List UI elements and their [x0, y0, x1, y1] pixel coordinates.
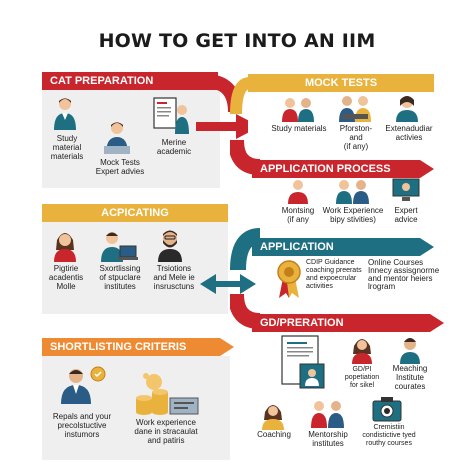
coins-icon: [136, 373, 199, 415]
process-item-label: Work Experience bipy stivities): [322, 206, 384, 224]
laptop-man-icon: [101, 232, 138, 262]
monitor-icon: [392, 178, 420, 201]
students-icon: [282, 98, 314, 122]
cat-item-label: Merine academic: [156, 138, 192, 156]
students-icon: [339, 96, 371, 122]
shortlisting-heading: SHORTLISTING CRITERIS: [42, 338, 220, 356]
application-curve: [230, 228, 260, 270]
process-item-label: Expert advice: [394, 206, 418, 224]
application-item-label: CDIP Guidance coaching preerats and expo…: [306, 259, 362, 290]
acpicating-panel: [42, 222, 228, 314]
camera-icon: [372, 397, 402, 422]
application-item-label: Online Courses Innecy assisgnorme and me…: [368, 258, 440, 291]
woman-icon: [352, 339, 372, 364]
mock-tests-curve: [230, 77, 251, 114]
cat-item-label: Mock Tests Expert advies: [95, 158, 145, 176]
document-icon: [153, 97, 189, 134]
cat-preparation-heading: CAT PREPARATION: [42, 72, 218, 90]
gd-item-label: GD/PI popetiation for sikel: [344, 366, 380, 389]
student-icon: [54, 98, 76, 130]
man-icon: [61, 366, 106, 404]
cat-item-label: Study material materials: [50, 134, 84, 161]
woman-icon: [54, 233, 76, 262]
award-icon: [277, 260, 301, 298]
mock-item-label: Study materials: [271, 124, 327, 133]
woman-icon: [262, 405, 284, 430]
cat-preparation-panel: [42, 76, 220, 188]
teacher-icon: [104, 122, 130, 154]
gd-preration-heading: GD/PRERATION: [252, 314, 430, 332]
gd-item-label: Cremistiin condistictive tyed routhy cou…: [362, 424, 416, 447]
application-arrow: [420, 238, 434, 256]
shortlisting-arrow: [220, 338, 234, 356]
gd-item-label: Coaching: [257, 430, 291, 439]
acpicating-heading: ACPICATING: [42, 204, 228, 222]
page-title: HOW TO GET INTO AN IIM: [98, 30, 376, 52]
process-item-label: Montsing (if any: [281, 206, 315, 224]
gd-item-label: Mentorship institutes: [308, 430, 348, 448]
application-heading: APPLICATION: [252, 238, 420, 256]
acpicating-item-label: Pigtirie acadentis Molle: [48, 264, 84, 291]
mock-tests-heading: MOCK TESTS: [248, 74, 434, 92]
group-icon: [311, 401, 344, 428]
gd-item-label: Meaching Institute courates: [392, 364, 428, 391]
application-process-arrow: [420, 160, 434, 178]
mock-item-label: Extenadudiar activies: [385, 124, 433, 142]
gd-preration-arrow: [430, 314, 444, 332]
person-icon: [396, 96, 418, 122]
shortlisting-item-label: Repals and your precolstuctive instumors: [52, 412, 112, 439]
bearded-man-icon: [158, 230, 182, 262]
acpicating-item-label: Sxortlissing of stpuclare institutes: [99, 264, 141, 291]
shortlisting-item-label: Work experience dane in stracaulat and p…: [134, 418, 198, 445]
double-arrow-icon: [200, 274, 256, 294]
mock-item-label: Pforston- and (if any): [339, 124, 373, 151]
acpicating-item-label: Trsiotions and Mele ie insrusctuns: [153, 264, 195, 291]
man-icon: [400, 338, 420, 364]
application-process-heading: APPLICATION PROCESS: [252, 160, 420, 178]
group-icon: [336, 180, 369, 204]
document-person-icon: [281, 335, 325, 389]
person-icon: [288, 180, 308, 204]
